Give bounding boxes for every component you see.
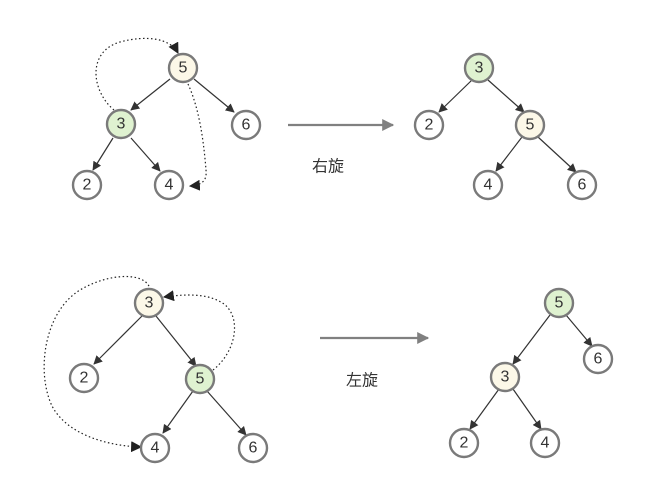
left-rotation-before-tree: 3 2 5 4 6	[43, 275, 269, 464]
node-label: 2	[460, 435, 469, 452]
edge-5-6	[565, 314, 593, 347]
node-circle	[71, 169, 103, 201]
node-circle	[472, 169, 504, 201]
tree-node: 5	[184, 363, 216, 395]
node-circle	[463, 52, 495, 84]
edge-3-4	[512, 388, 542, 430]
node-circle	[139, 432, 171, 464]
node-circle	[230, 109, 262, 141]
node-circle	[184, 363, 216, 395]
node-circle	[133, 287, 165, 319]
node-circle	[566, 169, 598, 201]
tree-node: 2	[413, 109, 445, 141]
tree-node: 5	[543, 287, 575, 319]
node-circle	[448, 427, 480, 459]
left-rotation-after-tree: 5 3 6 2 4	[448, 287, 614, 459]
edge-5-6	[206, 390, 247, 436]
node-circle	[514, 109, 546, 141]
rotation-dotted-arrow-3-to-4	[43, 275, 151, 453]
node-label: 3	[117, 116, 126, 133]
node-label: 5	[179, 60, 188, 77]
node-circle	[529, 427, 561, 459]
rotation-dotted-arrow-5-to-3	[162, 290, 236, 371]
tree-node: 3	[463, 52, 495, 84]
tree-node: 2	[68, 362, 100, 394]
tree-node: 6	[566, 169, 598, 201]
edge-5-6	[537, 136, 577, 173]
tree-node: 3	[133, 287, 165, 319]
node-label: 3	[145, 295, 154, 312]
node-label: 5	[196, 371, 205, 388]
node-label: 6	[249, 440, 258, 457]
node-label: 4	[541, 435, 550, 452]
edge-3-2	[93, 315, 143, 365]
node-label: 3	[501, 369, 510, 386]
node-circle	[237, 432, 269, 464]
tree-node: 4	[139, 432, 171, 464]
edge-3-2	[469, 388, 500, 430]
node-circle	[582, 343, 614, 375]
edge-5-6	[193, 78, 235, 113]
tree-node: 3	[105, 108, 137, 140]
rotation-dotted-arrow-3-to-5	[95, 37, 179, 111]
node-label: 4	[151, 440, 160, 457]
edge-5-4	[495, 136, 523, 172]
right-rotation-before-tree: 5 3 6 2 4	[71, 37, 262, 201]
edge-3-5	[487, 79, 525, 113]
edge-5-4	[162, 390, 194, 434]
tree-node: 6	[237, 432, 269, 464]
node-circle	[105, 108, 137, 140]
node-label: 6	[578, 177, 587, 194]
edge-5-3	[130, 78, 171, 111]
edge-3-2	[92, 137, 114, 171]
node-circle	[68, 362, 100, 394]
right-rotation-caption: 右旋	[312, 157, 344, 176]
tree-node: 6	[582, 343, 614, 375]
tree-node: 4	[472, 169, 504, 201]
node-label: 2	[425, 117, 434, 134]
node-circle	[153, 169, 185, 201]
node-label: 2	[80, 370, 89, 387]
node-circle	[543, 287, 575, 319]
node-label: 3	[475, 60, 484, 77]
tree-node: 4	[529, 427, 561, 459]
tree-node: 3	[489, 361, 521, 393]
node-label: 6	[242, 117, 251, 134]
node-circle	[413, 109, 445, 141]
right-rotation-after-tree: 3 2 5 4 6	[413, 52, 598, 201]
edge-5-3	[512, 314, 551, 365]
tree-node: 2	[448, 427, 480, 459]
node-label: 5	[526, 117, 535, 134]
tree-node: 5	[167, 52, 199, 84]
tree-node: 5	[514, 109, 546, 141]
node-label: 6	[594, 351, 603, 368]
edge-3-4	[130, 137, 161, 172]
edge-3-2	[438, 79, 473, 113]
tree-node: 6	[230, 109, 262, 141]
node-circle	[489, 361, 521, 393]
node-circle	[167, 52, 199, 84]
node-label: 4	[484, 177, 493, 194]
tree-node: 4	[153, 169, 185, 201]
node-label: 4	[165, 177, 174, 194]
left-rotation-caption: 左旋	[346, 371, 378, 390]
edge-3-5	[155, 315, 197, 367]
rotation-dotted-arrow-5-to-4	[187, 83, 207, 191]
node-label: 5	[555, 295, 564, 312]
tree-node: 2	[71, 169, 103, 201]
node-label: 2	[83, 177, 92, 194]
